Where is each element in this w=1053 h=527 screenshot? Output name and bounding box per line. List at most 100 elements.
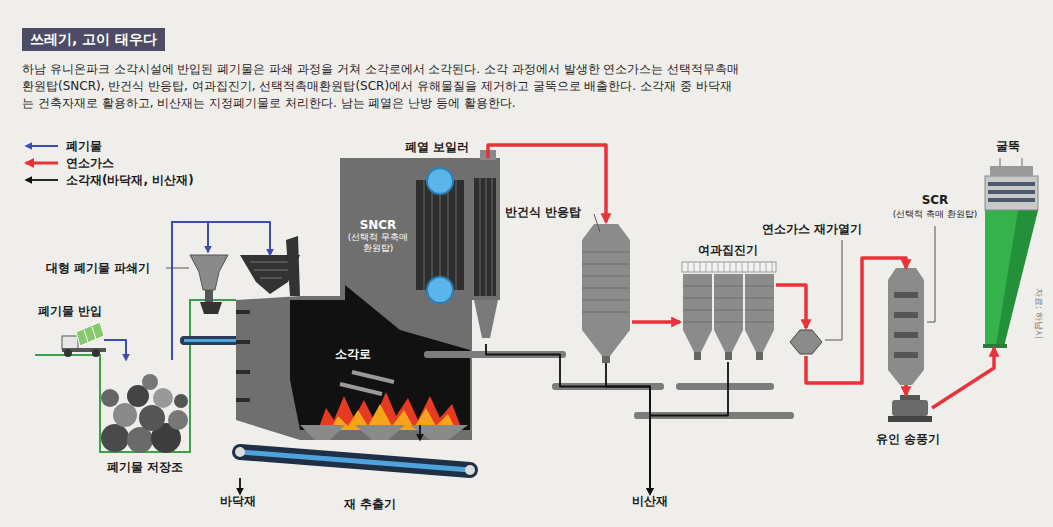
plant-housing [474,300,498,338]
filter-drawing [682,262,776,360]
component-label: 폐기물 저장조 [107,460,183,474]
leader-line [594,214,600,232]
scr-drawing [894,292,918,298]
flue-gas-flow [932,348,994,408]
ash-flow [650,362,728,494]
component-label: 연소가스 재가열기 [762,222,862,236]
reactor-drawing [582,240,630,330]
garbage-pile [174,394,188,408]
garbage-pile [101,374,188,453]
scr-drawing [894,312,918,318]
flue-gas-flow [488,145,606,222]
hopper-drawing [250,262,292,278]
furnace-drawing [410,425,468,440]
component-label: SNCR [360,218,397,232]
component-label: 굴뚝 [996,139,1020,153]
plant-housing [236,340,250,344]
reactor-drawing [602,356,610,363]
bottom-ash-output: 바닥재 [218,494,258,508]
component-label: 재 추출기 [344,497,396,511]
fan-drawing [892,400,928,416]
truck-icon [76,322,104,346]
semi-dry-reactor: 반건식 반응탑 [580,222,632,363]
boiler-drawing [416,168,496,303]
leader-line [166,268,189,269]
filter-drawing [745,330,774,352]
legend-label: 소각재(바닥재, 비산재) [66,173,194,187]
plant-housing [236,398,250,402]
ash-flow [239,478,241,494]
stack-drawing [1022,158,1023,166]
ash-conveyor [240,452,470,470]
stack-drawing [990,166,1033,176]
garbage-pile [142,374,158,390]
ash-flow [419,425,421,440]
reactor-drawing [582,224,630,363]
filter-drawing [756,352,763,360]
filter-drawing [683,286,774,322]
reheater-drawing [790,330,822,354]
source-note: 자료: 하남시 [1033,288,1044,339]
boiler-drawing [474,178,496,296]
component-label: 폐열 보일러 [405,140,469,154]
fan-drawing [888,416,932,422]
fan-drawing [888,395,932,422]
flue-gas-flow [904,385,908,395]
shredder-drawing [190,255,228,290]
garbage-pile [113,403,137,427]
truck-icon [92,327,96,339]
leader-line [166,214,935,340]
furnace-drawing [340,384,382,394]
filter-drawing [682,262,776,272]
filter-drawing [714,330,743,352]
component-sublabel: (선택적 무촉매 환원탑) [345,232,411,254]
legend-arrow [26,162,58,165]
gas-reheater: 연소가스 재가열기 [789,328,823,356]
plant-housing [236,150,500,440]
shredder-drawing [200,302,222,314]
component-label: 폐기물 반입 [38,304,102,318]
filter-drawing [694,352,701,360]
boiler-drawing [480,178,492,296]
stack-drawing [996,210,1038,346]
furnace-drawing [300,425,345,440]
stack-drawing [988,182,1035,186]
flue-gas-flow [632,320,680,324]
bag-filter: 여과집진기 [680,262,776,362]
furnace-drawing [290,285,470,440]
scr-drawing [888,268,924,280]
filter-drawing [683,330,712,352]
ash-flow [486,344,650,494]
legend-arrow [26,146,58,180]
reactor-drawing [582,330,630,356]
stack-drawing [985,176,1038,210]
waste-heat-boiler: SNCR(선택적 무촉매 환원탑)폐열 보일러 [340,158,500,344]
fly-ash-output: 비산재 [630,494,670,508]
truck-icon [62,322,106,357]
ash-flow [606,363,650,494]
hopper-drawing [286,236,300,296]
waste-flow [172,222,270,360]
ash-extractor: 재 추출기 [230,440,478,478]
stack: 굴뚝 [983,160,1039,348]
furnace-drawing [352,372,394,382]
fly-ash-conveyor [676,383,774,390]
boiler-drawing [424,180,456,290]
waste-flow [172,222,208,360]
truck-icon [92,349,100,357]
component-label: 유인 송풍기 [876,432,940,446]
boiler-drawing [427,168,453,194]
plant-housing [236,310,250,314]
shredder-drawing [180,255,242,345]
waste-bunker: 폐기물 저장조 [100,360,190,452]
filter-drawing [725,352,732,360]
stack-drawing [983,158,1038,348]
induced-draft-fan: 유인 송풍기 [886,395,932,423]
ground-line [35,300,236,452]
title-banner: 쓰레기, 고이 태우다 [22,28,165,51]
garbage-pile [153,388,173,408]
scr-drawing [888,370,924,385]
component-label: 여과집진기 [698,243,758,257]
